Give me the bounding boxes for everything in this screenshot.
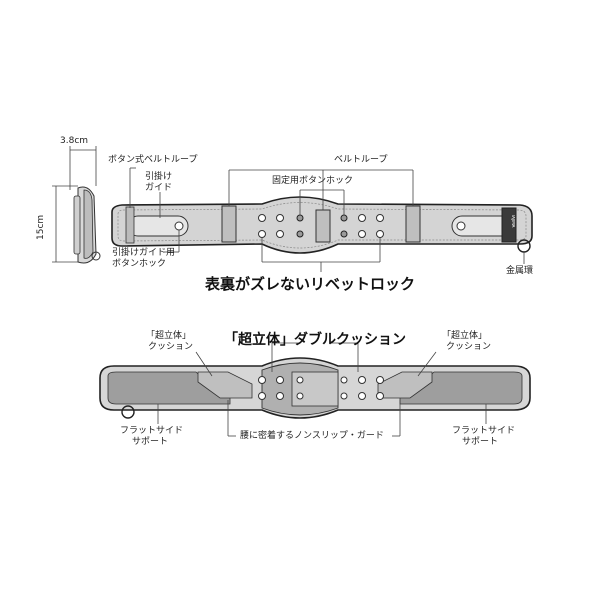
top-leader-lines [129, 167, 525, 272]
belt-outer-drawing [111, 196, 533, 254]
hook-guide-label-line1: 引掛け [145, 172, 173, 182]
hook-guide-button-label-line1: 引掛けガイド用 [112, 248, 176, 258]
button-belt-loop-label: ボタン式ベルトループ [108, 155, 198, 165]
cushion-left-label-line1: 「超立体」 [146, 331, 192, 341]
cushion-right-label-line2: クッション [446, 342, 492, 352]
metal-ring-label: 金属環 [506, 266, 534, 276]
hook-guide-label-line2: ガイド [145, 183, 173, 193]
fixing-button-hook-label: 固定用ボタンホック [272, 176, 354, 186]
height-dimension-label: 15cm [36, 214, 46, 240]
non-slip-guard-label: 腰に密着するノンスリップ・ガード [240, 431, 384, 441]
belt-inner-drawing [99, 357, 531, 419]
width-dimension-label: 3.8cm [60, 136, 89, 146]
flat-side-left-label-line2: サポート [132, 437, 169, 447]
cushion-left-label-line2: クッション [148, 342, 194, 352]
belt-loop-label: ベルトループ [334, 155, 388, 165]
hook-guide-button-label-line2: ボタンホック [112, 259, 167, 269]
bottom-leader-lines [157, 342, 487, 437]
flat-side-left-label-line1: フラットサイド [120, 426, 184, 436]
cushion-right-label-line1: 「超立体」 [442, 331, 488, 341]
rivet-lock-headline: 表裏がズレないリベットロック [205, 275, 416, 293]
side-profile-drawing [52, 146, 101, 264]
flat-side-right-label-line1: フラットサイド [452, 426, 516, 436]
brand-mark: TAJIMA [511, 214, 515, 228]
double-cushion-headline: 「超立体」ダブルクッション [224, 332, 406, 348]
flat-side-right-label-line2: サポート [462, 437, 499, 447]
